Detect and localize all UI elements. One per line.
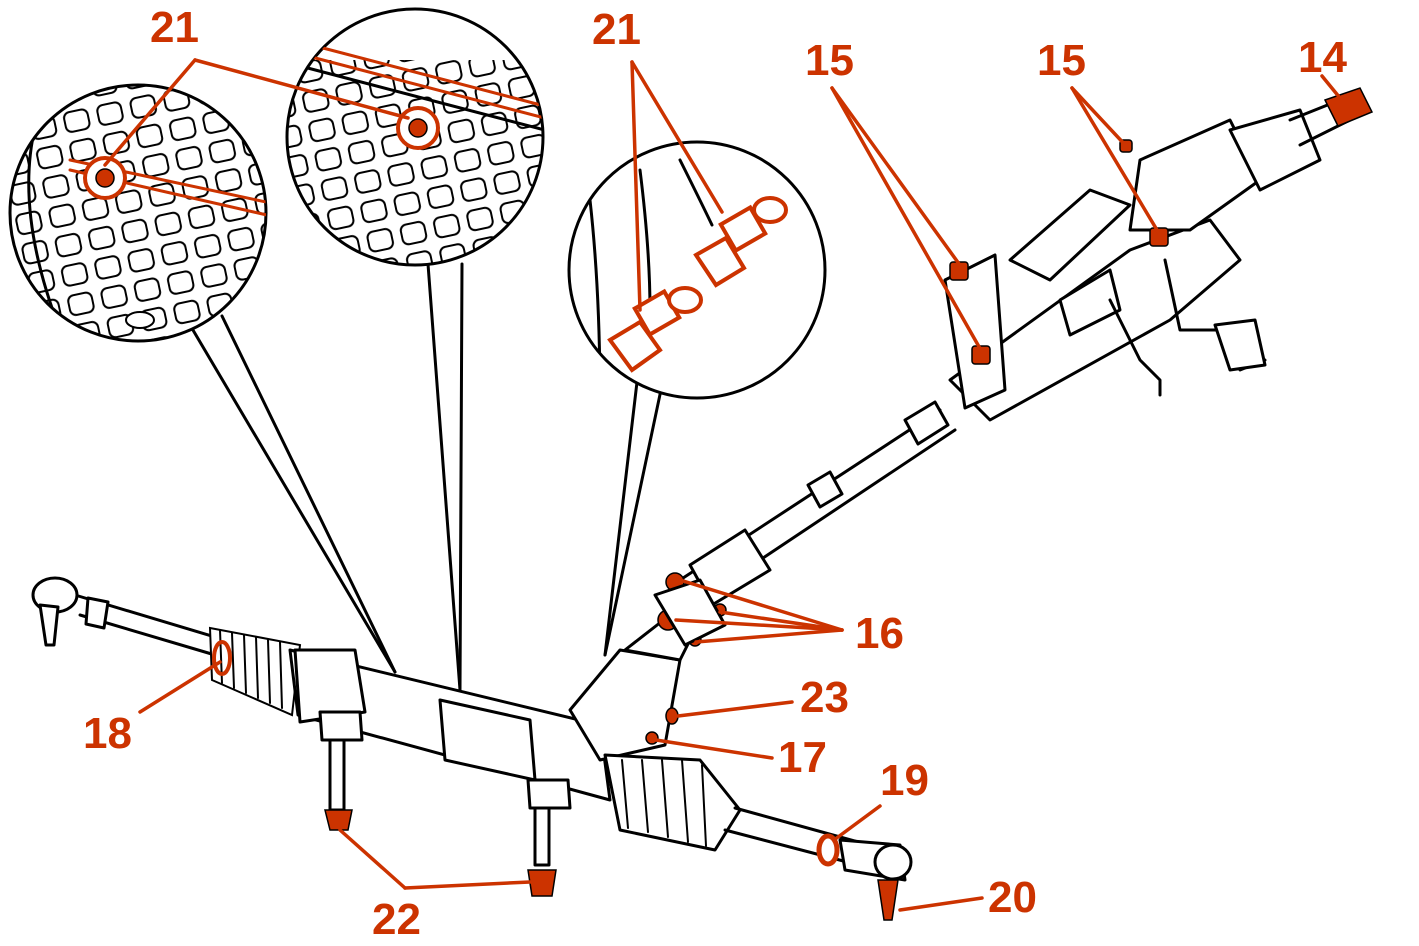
callout-labels: 21 21 15 15 14 16 23 17 18 19 20 22 xyxy=(83,3,1347,944)
callout-21-right: 21 xyxy=(592,5,641,54)
callout-21-left: 21 xyxy=(150,3,199,52)
steering-column xyxy=(678,87,1374,607)
part-21-fitting-upper xyxy=(693,196,788,288)
part-23-seal xyxy=(665,707,679,725)
part-21-fitting-lower xyxy=(607,286,703,373)
callout-17: 17 xyxy=(778,733,827,782)
part-17-fitting xyxy=(645,731,659,745)
rack-and-pinion xyxy=(31,572,913,921)
callout-23: 23 xyxy=(800,673,849,722)
part-19-jam-nut xyxy=(816,833,840,867)
leader-lines xyxy=(103,58,1342,912)
detail-view-right xyxy=(567,140,827,657)
callout-19: 19 xyxy=(880,756,929,805)
part-14-shaft-end xyxy=(1323,87,1374,127)
part-22-nut-1 xyxy=(324,809,353,831)
callout-20: 20 xyxy=(988,873,1037,922)
detail-view-left xyxy=(8,83,397,674)
callout-16: 16 xyxy=(855,609,904,658)
callout-14: 14 xyxy=(1298,33,1347,82)
part-18-clamp xyxy=(212,640,232,676)
right-boot-ribs xyxy=(621,759,707,847)
part-15-bolt-2 xyxy=(971,345,991,365)
part-20-tie-rod-stud xyxy=(877,879,899,921)
callout-22: 22 xyxy=(372,895,421,944)
part-15-bolt-3 xyxy=(1149,227,1169,247)
callout-15-right: 15 xyxy=(1037,36,1086,85)
left-boot-ribs xyxy=(219,629,283,709)
part-22-nut-2 xyxy=(527,869,557,897)
callout-15-left: 15 xyxy=(805,36,854,85)
callout-18: 18 xyxy=(83,709,132,758)
detail-view-middle xyxy=(285,7,545,692)
